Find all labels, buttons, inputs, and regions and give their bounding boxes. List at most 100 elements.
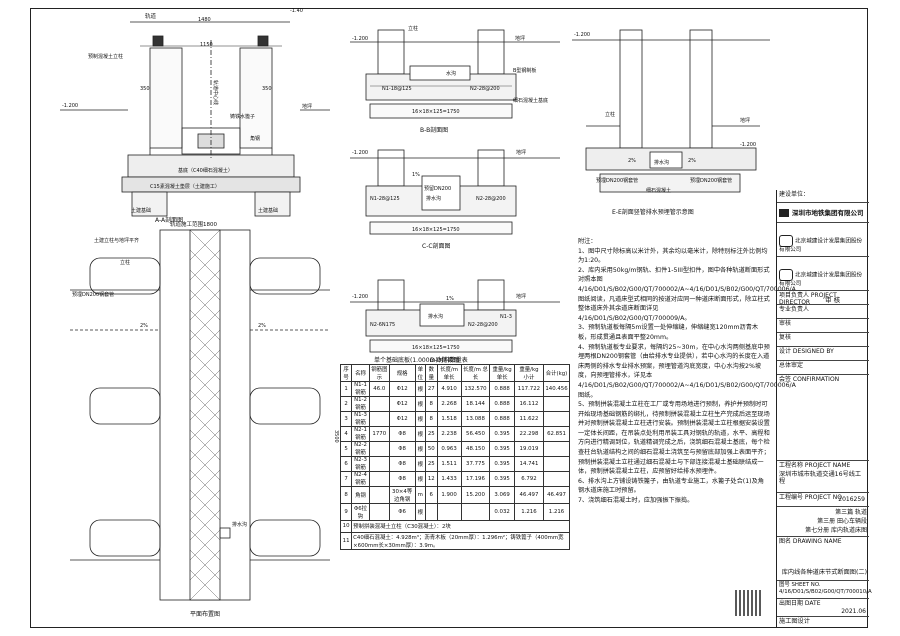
bom-cell: 19.019 <box>513 441 545 457</box>
designer2-logo-icon <box>779 269 793 281</box>
note-line: 附注： <box>578 238 597 245</box>
bom-cell: 16.112 <box>513 396 545 412</box>
dd-rebar1: N2-6N175 <box>370 322 395 328</box>
bom-cell: 48.150 <box>460 441 491 457</box>
bom-cell: 根 <box>414 441 427 457</box>
tb-designer: 北京城建设计发展集团股份有限公司 <box>777 222 869 256</box>
tb-owner: 深圳市地铁集团有限公司 <box>777 202 869 222</box>
bom-cell: N1-2钢筋 <box>351 396 370 412</box>
note-line: 4、预制轨道板专业要求，每隔约25~30m，在中心水沟两侧基底中预埋两根DN20… <box>578 343 796 399</box>
aa-cover-label: 铸铁水篦子 <box>230 113 255 120</box>
section-bb <box>350 29 560 119</box>
cc-slope: 1% <box>412 172 420 178</box>
bom-cell: 3.069 <box>489 486 515 504</box>
bom-cell: Φ8 <box>388 426 416 442</box>
bom-cell: 8 <box>425 411 438 427</box>
dd-ground: 地坪 <box>516 293 526 300</box>
bom-cell: 0.888 <box>489 411 515 427</box>
tb-drawing: 库内线各种道床节式断面图(二) <box>781 569 867 576</box>
bom-cell: 0.888 <box>489 396 515 412</box>
bom-cell: 4.910 <box>436 381 462 397</box>
bom-cell: 6 <box>339 456 353 472</box>
bom-cell: 14.741 <box>513 456 545 472</box>
bom-cell: 140.456 <box>543 381 570 397</box>
dd-rebar2: N2-28@200 <box>468 322 498 328</box>
tb-designer-name: 北京城建设计发展集团股份有限公司 <box>779 238 863 254</box>
tb-role: 项目负责人 PROJECT DIRECTOR <box>777 290 869 306</box>
bom-cell: 15.200 <box>460 486 491 504</box>
bom-cell: Φ12 <box>388 381 416 397</box>
bom-cell: 117.722 <box>513 381 545 397</box>
aa-left-found: 土建基础 <box>131 207 151 214</box>
bom-header-cell: 数量 <box>425 364 438 382</box>
tb-stage: 施工图设计 <box>777 616 869 628</box>
note-line: 7、浇筑细石混凝土时，应加强振下振捣。 <box>578 497 694 505</box>
tb-project: 深圳市城市轨道交通16号线工程 <box>779 471 862 485</box>
tb-volume-1: 第三篇 轨道 <box>835 509 867 516</box>
bom-cell: 0.395 <box>489 441 515 457</box>
bom-header-cell: 长度/m 单长 <box>436 364 462 382</box>
bom-cell: 56.450 <box>460 426 491 442</box>
bom-cell: N2-4钢筋 <box>351 471 370 487</box>
bom-cell: 18.144 <box>460 396 491 412</box>
bom-header-cell: 单位 <box>414 364 427 382</box>
aa-width-mid: 1150 <box>200 42 213 48</box>
dd-label3: N1-3 <box>500 314 512 320</box>
bom-cell: 2 <box>339 396 353 412</box>
bom-cell <box>425 503 438 521</box>
bom-cell: Φ8 <box>388 441 416 457</box>
tb-designer2: 北京城建设计发展集团股份有限公司 <box>777 256 869 290</box>
aa-ground: 地坪 <box>302 103 312 110</box>
cc-rebar2: N2-28@200 <box>476 196 506 202</box>
ee-elev2: -1.200 <box>740 142 756 148</box>
bb-dim: 16×18×125=1750 <box>412 109 460 115</box>
ee-pipe-left: 预埋DN200钢套管 <box>596 177 638 184</box>
bom-cell <box>543 441 570 457</box>
bom-header-row: 序号 名称 钢筋图示 规格 单位 数量 长度/m 单长 长度/m 总长 重量/k… <box>339 364 570 382</box>
ee-drain: 排水沟 <box>654 159 669 166</box>
plan-view <box>70 229 330 601</box>
bom-cell: 27 <box>425 381 438 397</box>
dd-dim: 16×18×125=1750 <box>412 345 460 351</box>
bom-cell: Φ6 <box>388 503 416 521</box>
note-line: 3、预制轨道板每隔5m设置一处伸缩缝，伸缩缝宽120mm沥青木板，形成贯通且表面… <box>578 324 759 341</box>
dd-slope: 1% <box>446 296 454 302</box>
aa-cushion-label: C15素混凝土垫层（土建施工） <box>150 183 220 190</box>
bom-cell <box>460 503 491 521</box>
qr-code-icon <box>735 590 761 616</box>
bom-cell: Φ12 <box>388 396 416 412</box>
bom-header-cell: 重量/kg 小计 <box>513 364 545 382</box>
bb-column: 立柱 <box>408 25 418 32</box>
tb-volume-2: 第三册 田心车辆段 <box>817 518 867 525</box>
bom-cell: 132.570 <box>460 381 491 397</box>
bom-cell <box>543 456 570 472</box>
bom-cell: 4 <box>339 426 353 442</box>
bom-cell <box>368 441 390 457</box>
tb-date: 2021.06 <box>841 608 866 615</box>
bb-label-b: B型钢制板 <box>513 67 536 74</box>
bom-cell: 17.196 <box>460 471 491 487</box>
title-block: 建设单位： 深圳市地铁集团有限公司 北京城建设计发展集团股份有限公司 北京城建设… <box>776 190 872 628</box>
bom-cell: 0.395 <box>489 426 515 442</box>
bom-cell: 0.395 <box>489 456 515 472</box>
bom-cell: 0.395 <box>489 471 515 487</box>
tb-role: 会签 CONFIRMATION <box>777 374 869 460</box>
ee-title: E-E剖面竖管排水预埋管示意图 <box>612 208 694 216</box>
bom-cell: 1.900 <box>436 486 462 504</box>
bom-cell <box>436 503 462 521</box>
owner-logo-icon <box>779 209 789 217</box>
cc-rebar1: N1-28@125 <box>370 196 400 202</box>
tb-job-label: 工程编号 PROJECT NO. <box>777 492 869 506</box>
tb-stamp: 审 核 <box>825 296 841 304</box>
bom-cell: 1.216 <box>543 503 570 521</box>
tb-drawing-no: 图号 SHEET NO. 4/16/D01/S/B02/G00/QT/70001… <box>777 580 872 598</box>
bom-cell <box>368 471 390 487</box>
aa-base-label: 基底（C40细石混凝土） <box>178 167 233 174</box>
bom-cell: 30×4等边角钢 <box>388 486 416 504</box>
tb-drawing-no-label: 图号 SHEET NO. <box>779 582 821 588</box>
